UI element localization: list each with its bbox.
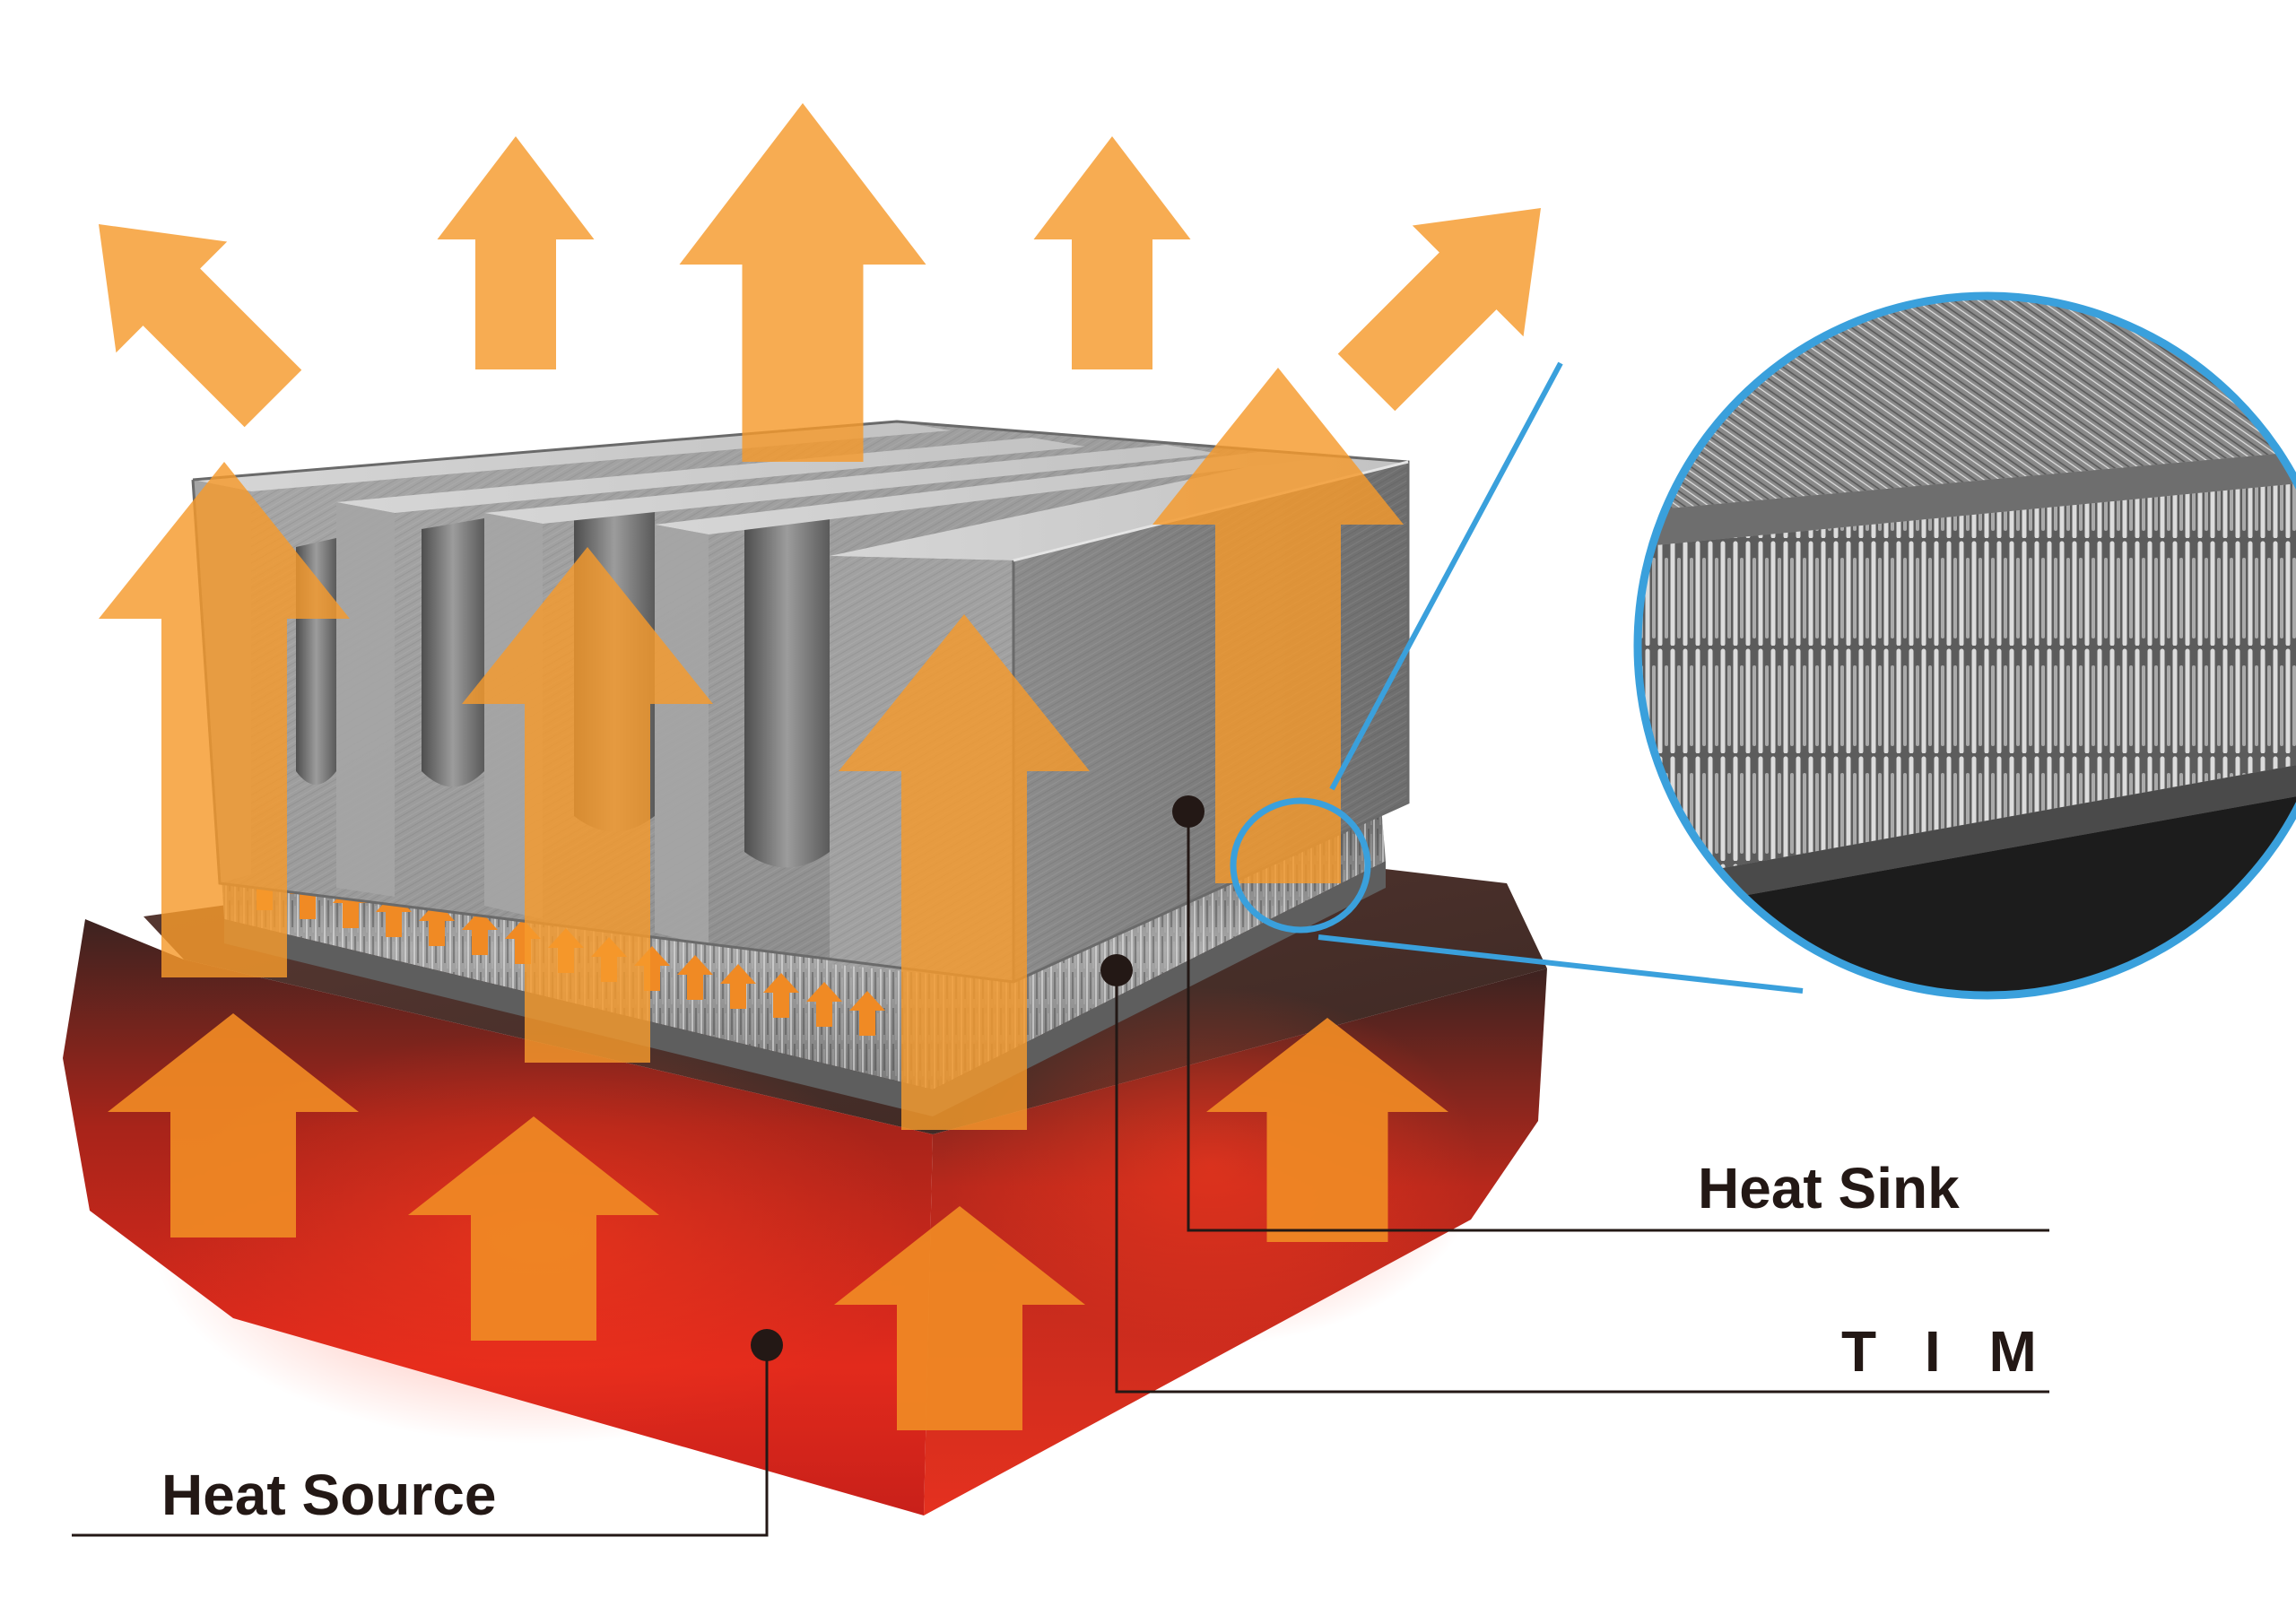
heat-source-label: Heat Source bbox=[161, 1463, 497, 1527]
up-arrow-icon bbox=[834, 1206, 1085, 1430]
zoom-circle-ring bbox=[1633, 291, 2296, 1000]
up-arrow-icon bbox=[1206, 1018, 1448, 1242]
tim-up-arrow-icon bbox=[763, 973, 799, 1018]
tim-marker-dot bbox=[1100, 954, 1133, 986]
tim-up-arrow-icon bbox=[462, 910, 498, 955]
up-arrow-icon bbox=[437, 136, 595, 369]
tim-up-arrow-icon bbox=[677, 955, 713, 1000]
heat-sink-marker-dot bbox=[1172, 795, 1205, 828]
tim-label: T I M bbox=[1841, 1319, 2053, 1384]
tim-up-arrow-icon bbox=[849, 991, 885, 1036]
up-arrow-icon bbox=[108, 1013, 359, 1238]
up-arrow-icon bbox=[462, 547, 713, 1063]
up-arrow-icon bbox=[1337, 208, 1541, 412]
up-arrow-icon bbox=[839, 614, 1090, 1130]
leader-lines bbox=[72, 812, 2049, 1537]
up-arrow-icon bbox=[679, 103, 926, 462]
up-arrow-icon bbox=[99, 462, 350, 977]
up-arrow-icon bbox=[1033, 136, 1191, 369]
up-arrow-icon bbox=[408, 1116, 659, 1341]
up-arrow-icon bbox=[1152, 368, 1404, 883]
heat-flow-arrows bbox=[99, 103, 1541, 1430]
tim-up-arrow-icon bbox=[806, 982, 842, 1027]
zoom-source-circle bbox=[1230, 797, 1371, 934]
zoom-magnifier bbox=[1230, 291, 2296, 1000]
up-arrow-icon bbox=[99, 224, 302, 428]
heat-source-marker-dot bbox=[751, 1329, 783, 1361]
tim-up-arrow-icon bbox=[720, 964, 756, 1009]
heat-sink-label: Heat Sink bbox=[1698, 1156, 1960, 1220]
